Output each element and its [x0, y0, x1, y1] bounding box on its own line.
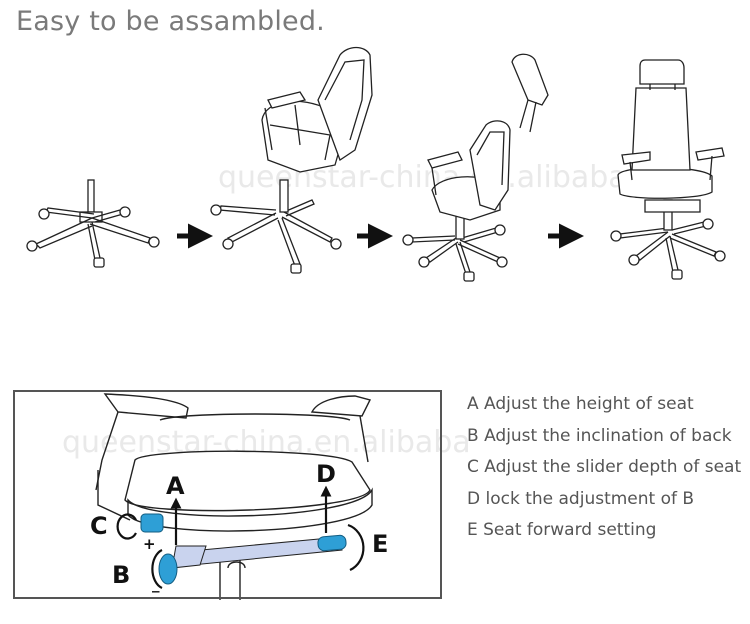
callout-a: A — [166, 472, 185, 500]
callout-e: E — [372, 530, 388, 558]
detail-frame — [13, 390, 442, 599]
callout-plus: + — [143, 535, 156, 553]
legend: A Adjust the height of seat B Adjust the… — [467, 392, 741, 550]
legend-item-d: D lock the adjustment of B — [467, 487, 741, 519]
legend-item-b: B Adjust the inclination of back — [467, 424, 741, 456]
step-1-base — [27, 180, 159, 267]
callout-minus: _ — [152, 575, 160, 593]
legend-item-a: A Adjust the height of seat — [467, 392, 741, 424]
legend-item-c: C Adjust the slider depth of seat — [467, 455, 741, 487]
step-3-add-headrest — [403, 54, 548, 281]
legend-item-e: E Seat forward setting — [467, 518, 741, 550]
callout-c: C — [90, 512, 108, 540]
step-2-base-with-seat — [211, 48, 372, 274]
callout-d: D — [316, 460, 336, 488]
step-4-finished-chair — [611, 60, 725, 279]
callout-b: B — [112, 561, 130, 589]
